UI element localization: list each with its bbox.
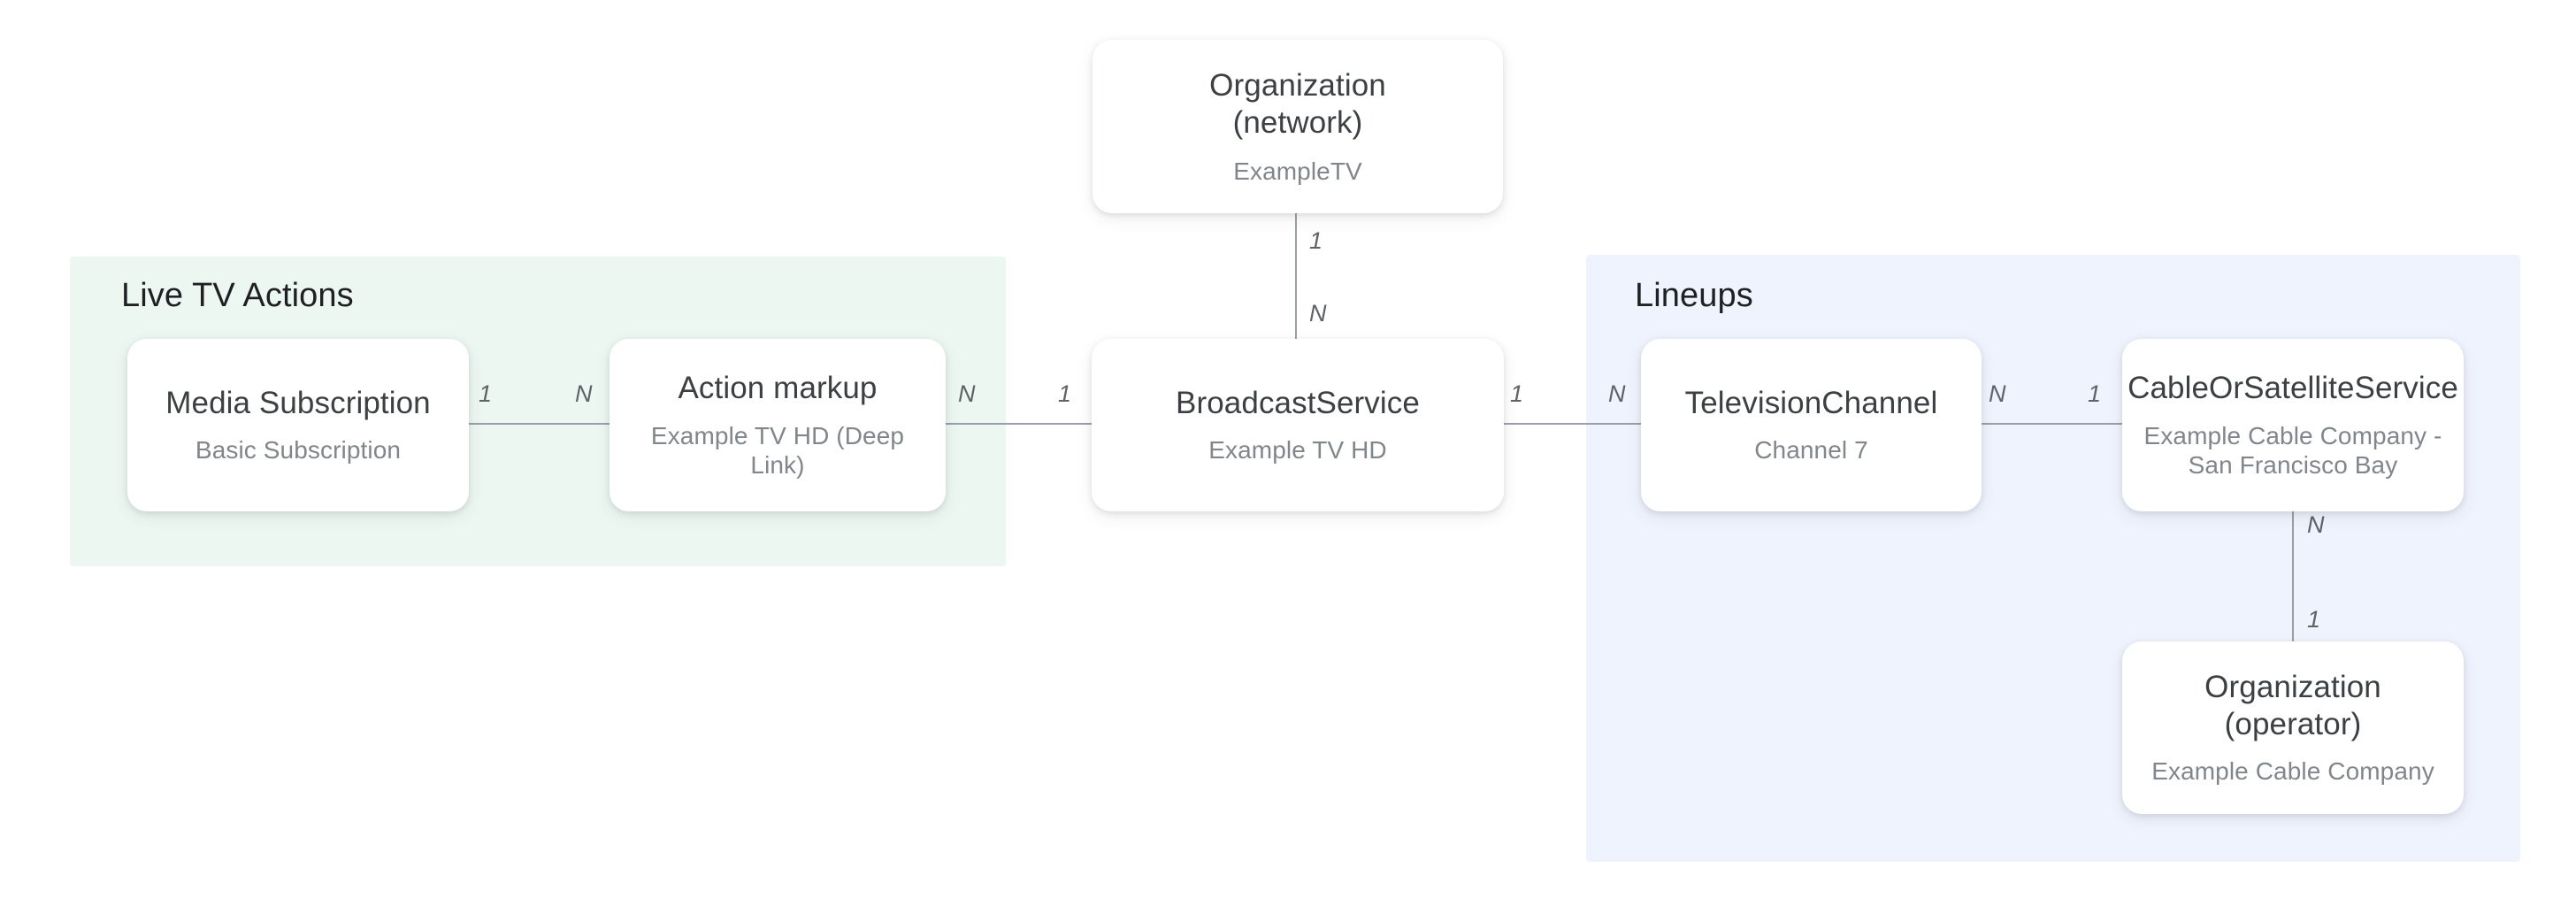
node-cable-or-satellite-service-subtitle-line-1: Example Cable Company -	[2143, 421, 2442, 449]
edge-org-network-to-broadcast-service	[1295, 212, 1297, 340]
node-cable-or-satellite-service[interactable]: CableOrSatelliteService Example Cable Co…	[2122, 339, 2464, 511]
node-organization-network-title-line-2: (network)	[1232, 105, 1363, 141]
edge-label-org-network-to-broadcast-service-from: 1	[1309, 227, 1323, 254]
node-television-channel[interactable]: TelevisionChannel Channel 7	[1641, 339, 1982, 511]
node-broadcast-service-subtitle: Example TV HD	[1208, 436, 1387, 465]
node-television-channel-subtitle: Channel 7	[1754, 436, 1868, 465]
node-cable-or-satellite-service-subtitle-line-2: San Francisco Bay	[2188, 451, 2398, 480]
edge-television-channel-to-cable-or-satellite-service	[1974, 423, 2124, 425]
node-television-channel-title: TelevisionChannel	[1684, 386, 1938, 421]
edge-broadcast-service-to-television-channel	[1493, 423, 1644, 425]
node-organization-network-subtitle: ExampleTV	[1233, 157, 1362, 185]
edge-label-broadcast-service-to-television-channel-from: 1	[1510, 380, 1524, 407]
node-media-subscription-subtitle: Basic Subscription	[195, 436, 402, 465]
edge-label-media-subscription-to-action-markup-to: N	[575, 380, 593, 407]
edge-label-org-network-to-broadcast-service-to: N	[1309, 300, 1327, 326]
edge-label-media-subscription-to-action-markup-from: 1	[479, 380, 493, 407]
node-organization-operator-title: Organization (operator)	[2204, 670, 2381, 741]
node-media-subscription-title: Media Subscription	[165, 386, 431, 421]
edge-cable-or-satellite-service-to-org-operator	[2292, 511, 2294, 642]
edge-action-markup-to-broadcast-service	[945, 423, 1100, 425]
node-organization-network-title-line-1: Organization	[1209, 67, 1386, 103]
node-organization-network-title: Organization (network)	[1209, 67, 1386, 142]
edge-label-action-markup-to-broadcast-service-to: 1	[1058, 380, 1072, 407]
node-action-markup[interactable]: Action markup Example TV HD (Deep Link)	[610, 339, 946, 511]
edge-label-cable-or-satellite-service-to-org-operator-to: 1	[2307, 606, 2321, 633]
node-organization-operator-subtitle: Example Cable Company	[2151, 757, 2434, 785]
node-broadcast-service[interactable]: BroadcastService Example TV HD	[1092, 339, 1504, 511]
edge-media-subscription-to-action-markup	[464, 423, 610, 425]
node-organization-operator[interactable]: Organization (operator) Example Cable Co…	[2122, 641, 2464, 814]
node-cable-or-satellite-service-subtitle: Example Cable Company - San Francisco Ba…	[2144, 421, 2442, 480]
node-broadcast-service-title: BroadcastService	[1176, 386, 1420, 421]
edge-label-broadcast-service-to-television-channel-to: N	[1608, 380, 1626, 407]
edge-label-cable-or-satellite-service-to-org-operator-from: N	[2307, 511, 2325, 538]
node-action-markup-title: Action markup	[678, 371, 878, 406]
node-organization-network[interactable]: Organization (network) ExampleTV	[1092, 40, 1503, 213]
node-action-markup-subtitle: Example TV HD (Deep Link)	[650, 421, 905, 480]
group-title-lineups: Lineups	[1635, 277, 1753, 314]
node-media-subscription[interactable]: Media Subscription Basic Subscription	[127, 339, 469, 511]
edge-label-action-markup-to-broadcast-service-from: N	[958, 380, 976, 407]
edge-label-television-channel-to-cable-or-satellite-service-from: N	[1989, 380, 2006, 407]
edge-label-television-channel-to-cable-or-satellite-service-to: 1	[2088, 380, 2102, 407]
node-cable-or-satellite-service-title: CableOrSatelliteService	[2128, 371, 2458, 406]
group-title-live-tv-actions: Live TV Actions	[121, 277, 354, 314]
